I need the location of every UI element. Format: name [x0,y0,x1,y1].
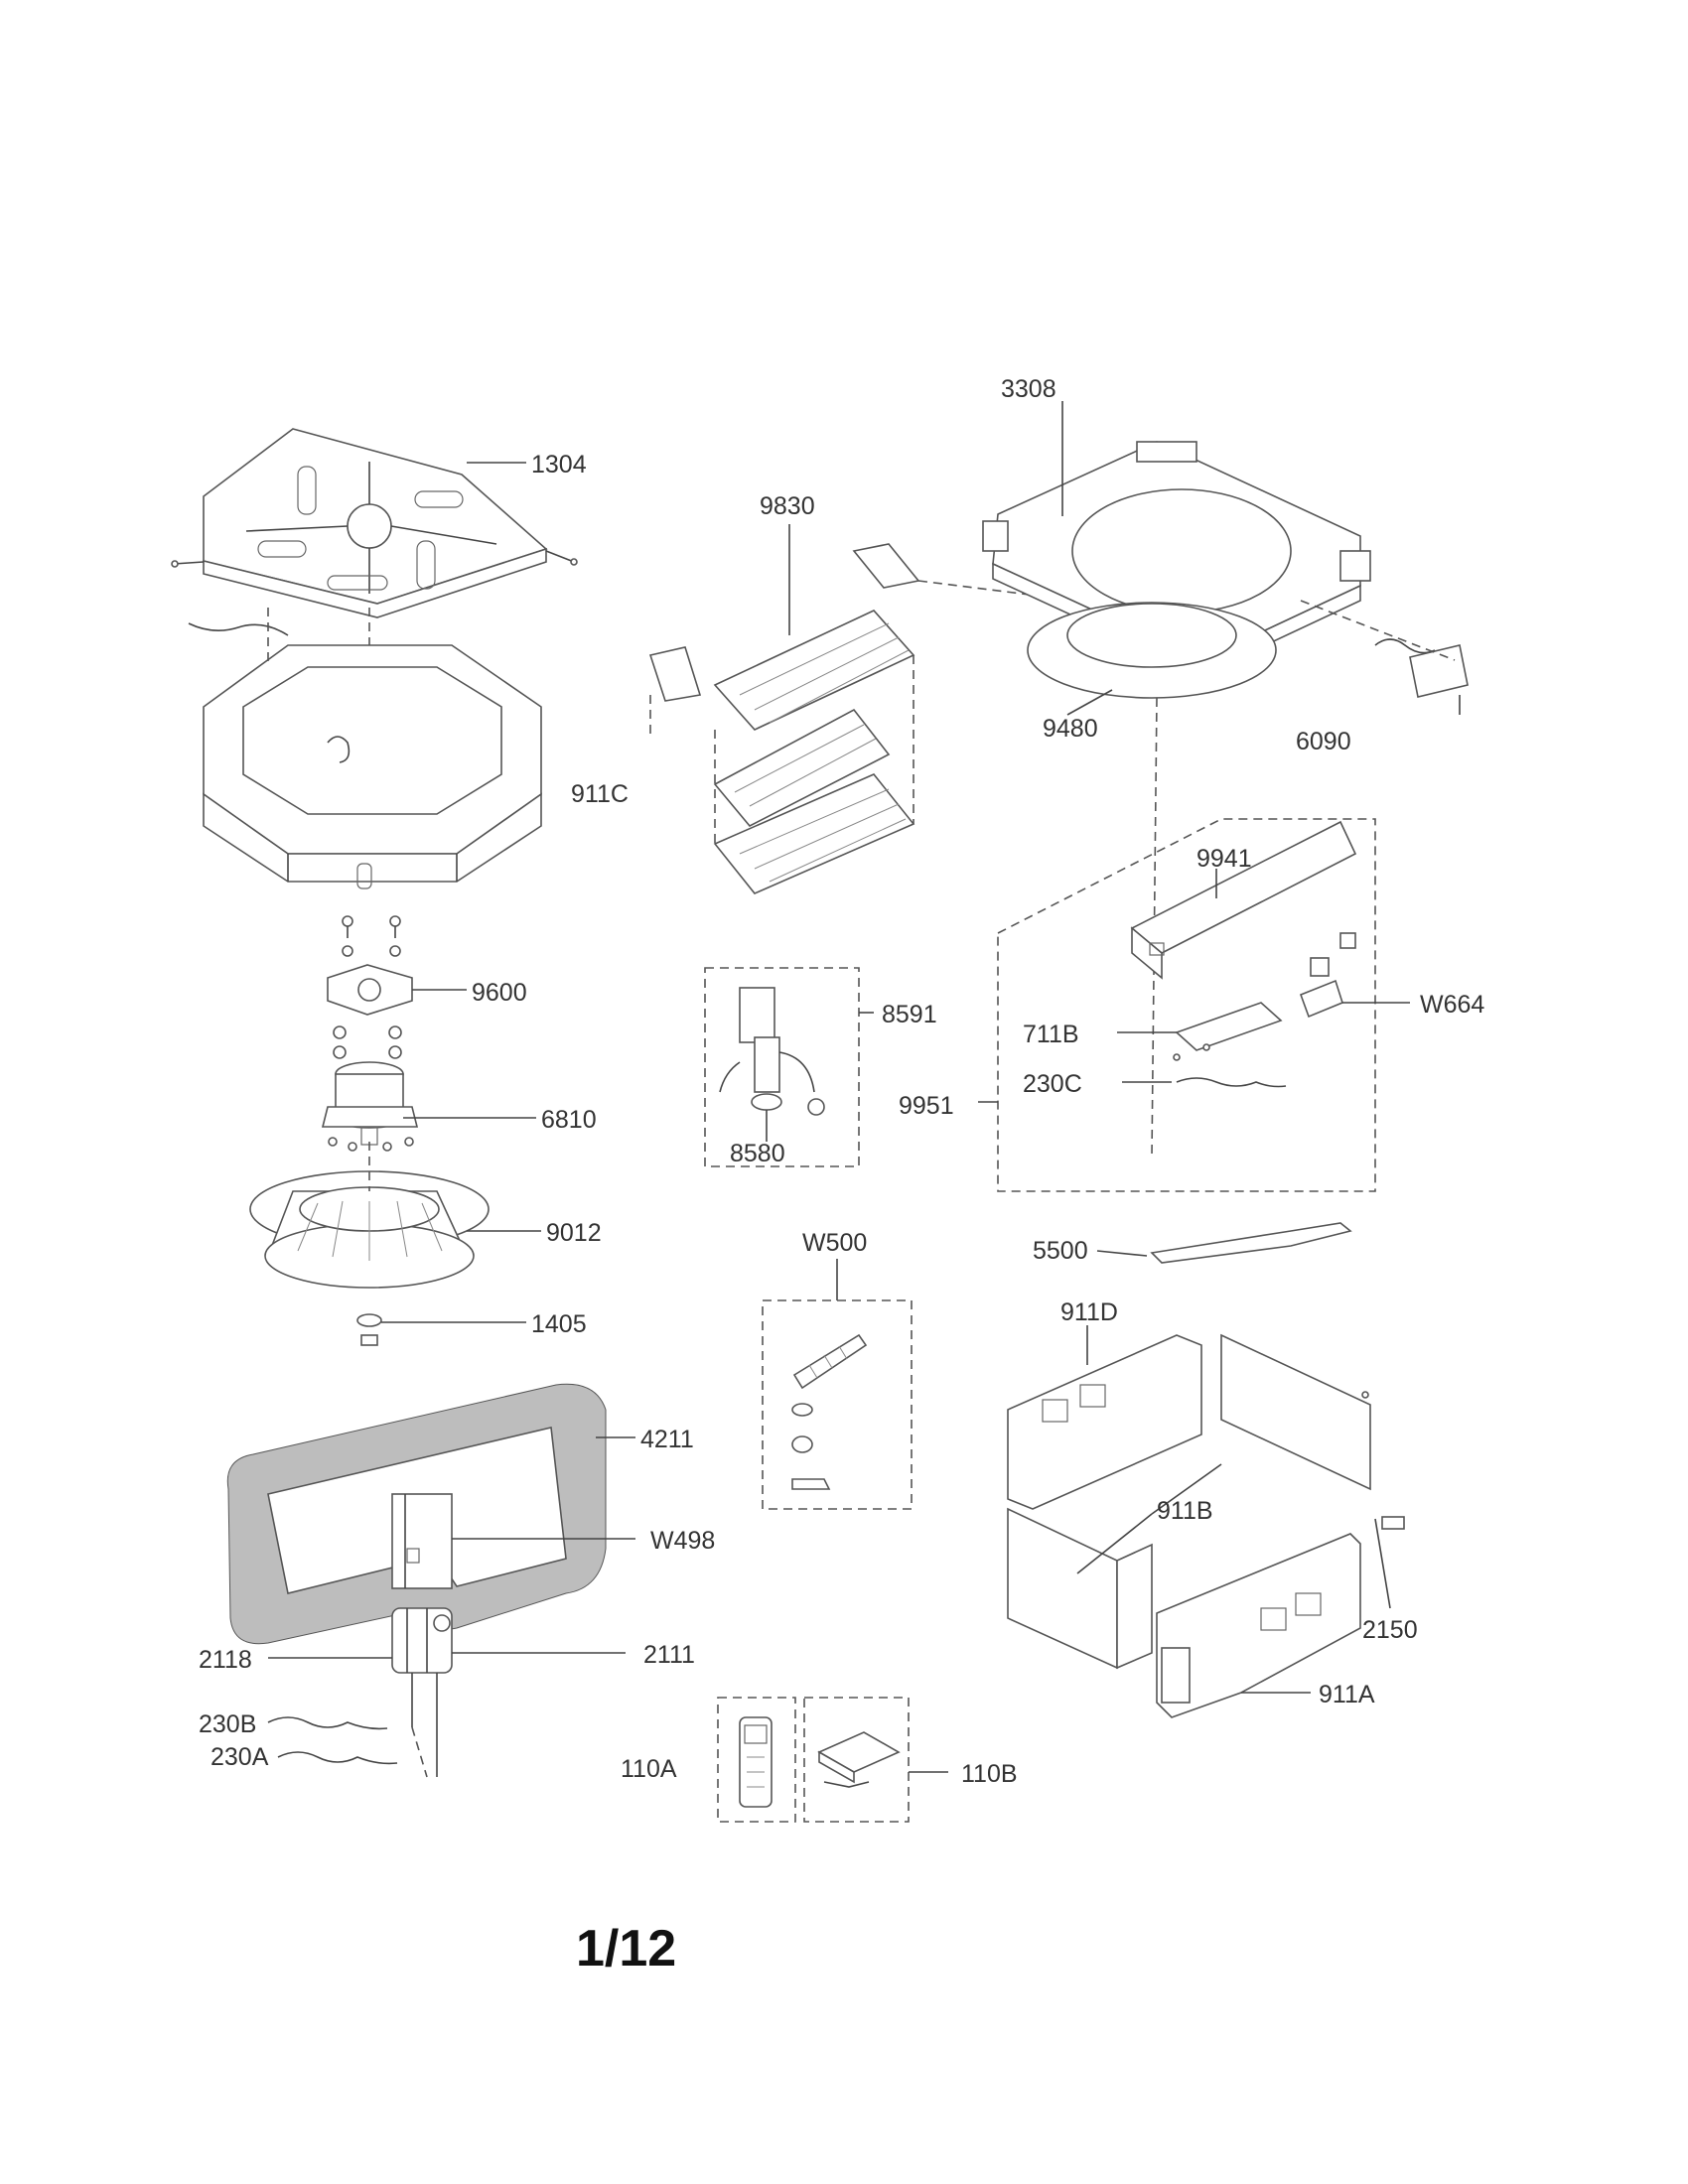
part-9480-bell-mouth [1027,602,1277,1158]
callout-W664: W664 [1420,991,1484,1019]
part-5500-insulation-strip [1096,1222,1352,1264]
callout-110B: 110B [961,1760,1018,1788]
callout-4211: 4211 [640,1426,694,1453]
callout-2150: 2150 [1362,1616,1418,1644]
callout-230B: 230B [199,1710,256,1738]
callout-230C: 230C [1023,1070,1082,1098]
callout-8580: 8580 [730,1140,785,1167]
callout-2111: 2111 [643,1641,695,1669]
callout-230A: 230A [211,1743,269,1771]
part-110A-remote-controller [717,1697,796,1823]
part-230B-230A-sensors [267,1716,428,1778]
part-3308-base-frame [982,401,1371,676]
part-W664-terminal-block [1299,932,1410,1019]
callout-9480: 9480 [1043,715,1098,743]
callout-911D: 911D [1060,1298,1118,1326]
callout-711B: 711B [1023,1021,1079,1048]
part-9951-control-box [978,818,1376,1192]
part-6810-fan-motor [321,1061,536,1152]
callout-8591: 8591 [882,1001,937,1028]
callout-9830: 9830 [760,492,815,520]
callout-911C: 911C [571,780,629,808]
part-911A-side-panel [1156,1533,1361,1718]
part-911C-housing [203,608,542,889]
callout-W498: W498 [650,1527,715,1555]
callout-2118: 2118 [199,1646,252,1674]
callout-9941: 9941 [1196,845,1252,873]
callout-6810: 6810 [541,1106,597,1134]
part-9012-turbo-fan [249,1142,541,1289]
callout-6090: 6090 [1296,728,1351,755]
callout-1304: 1304 [531,451,587,478]
part-2118-2111-pipes [268,1607,626,1777]
callout-9951: 9951 [899,1092,954,1120]
part-711B-pcb [1117,1002,1283,1061]
part-9830-filter-rack [648,524,1039,894]
callout-3308: 3308 [1001,375,1056,403]
part-W498-coil-cover [391,1493,635,1589]
part-1304-top-plate [171,428,578,636]
callout-W500: W500 [802,1229,867,1257]
callout-110A: 110A [621,1755,677,1783]
callout-911A: 911A [1319,1681,1375,1708]
part-8591-drain-pump-box [704,967,874,1167]
part-9941-control-box-cover [1130,820,1357,980]
callout-9012: 9012 [546,1219,602,1247]
page-number: 1/12 [576,1920,676,1978]
part-911B-side-panel [1007,1463,1222,1670]
part-911D-side-panel [1007,1325,1371,1510]
callout-9600: 9600 [472,979,527,1007]
part-9600-motor-bracket [327,915,467,1059]
part-230C-sensor [1122,1077,1287,1088]
part-2150-pipe-fitting [1374,1516,1405,1609]
part-110B-receiver [803,1697,948,1823]
part-1405-nut-washer [356,1313,526,1346]
part-W500-drain-hose-kit [762,1259,913,1510]
callout-1405: 1405 [531,1310,587,1338]
part-6090-component [1300,600,1469,715]
callout-911B: 911B [1157,1497,1213,1525]
callout-5500: 5500 [1033,1237,1088,1265]
